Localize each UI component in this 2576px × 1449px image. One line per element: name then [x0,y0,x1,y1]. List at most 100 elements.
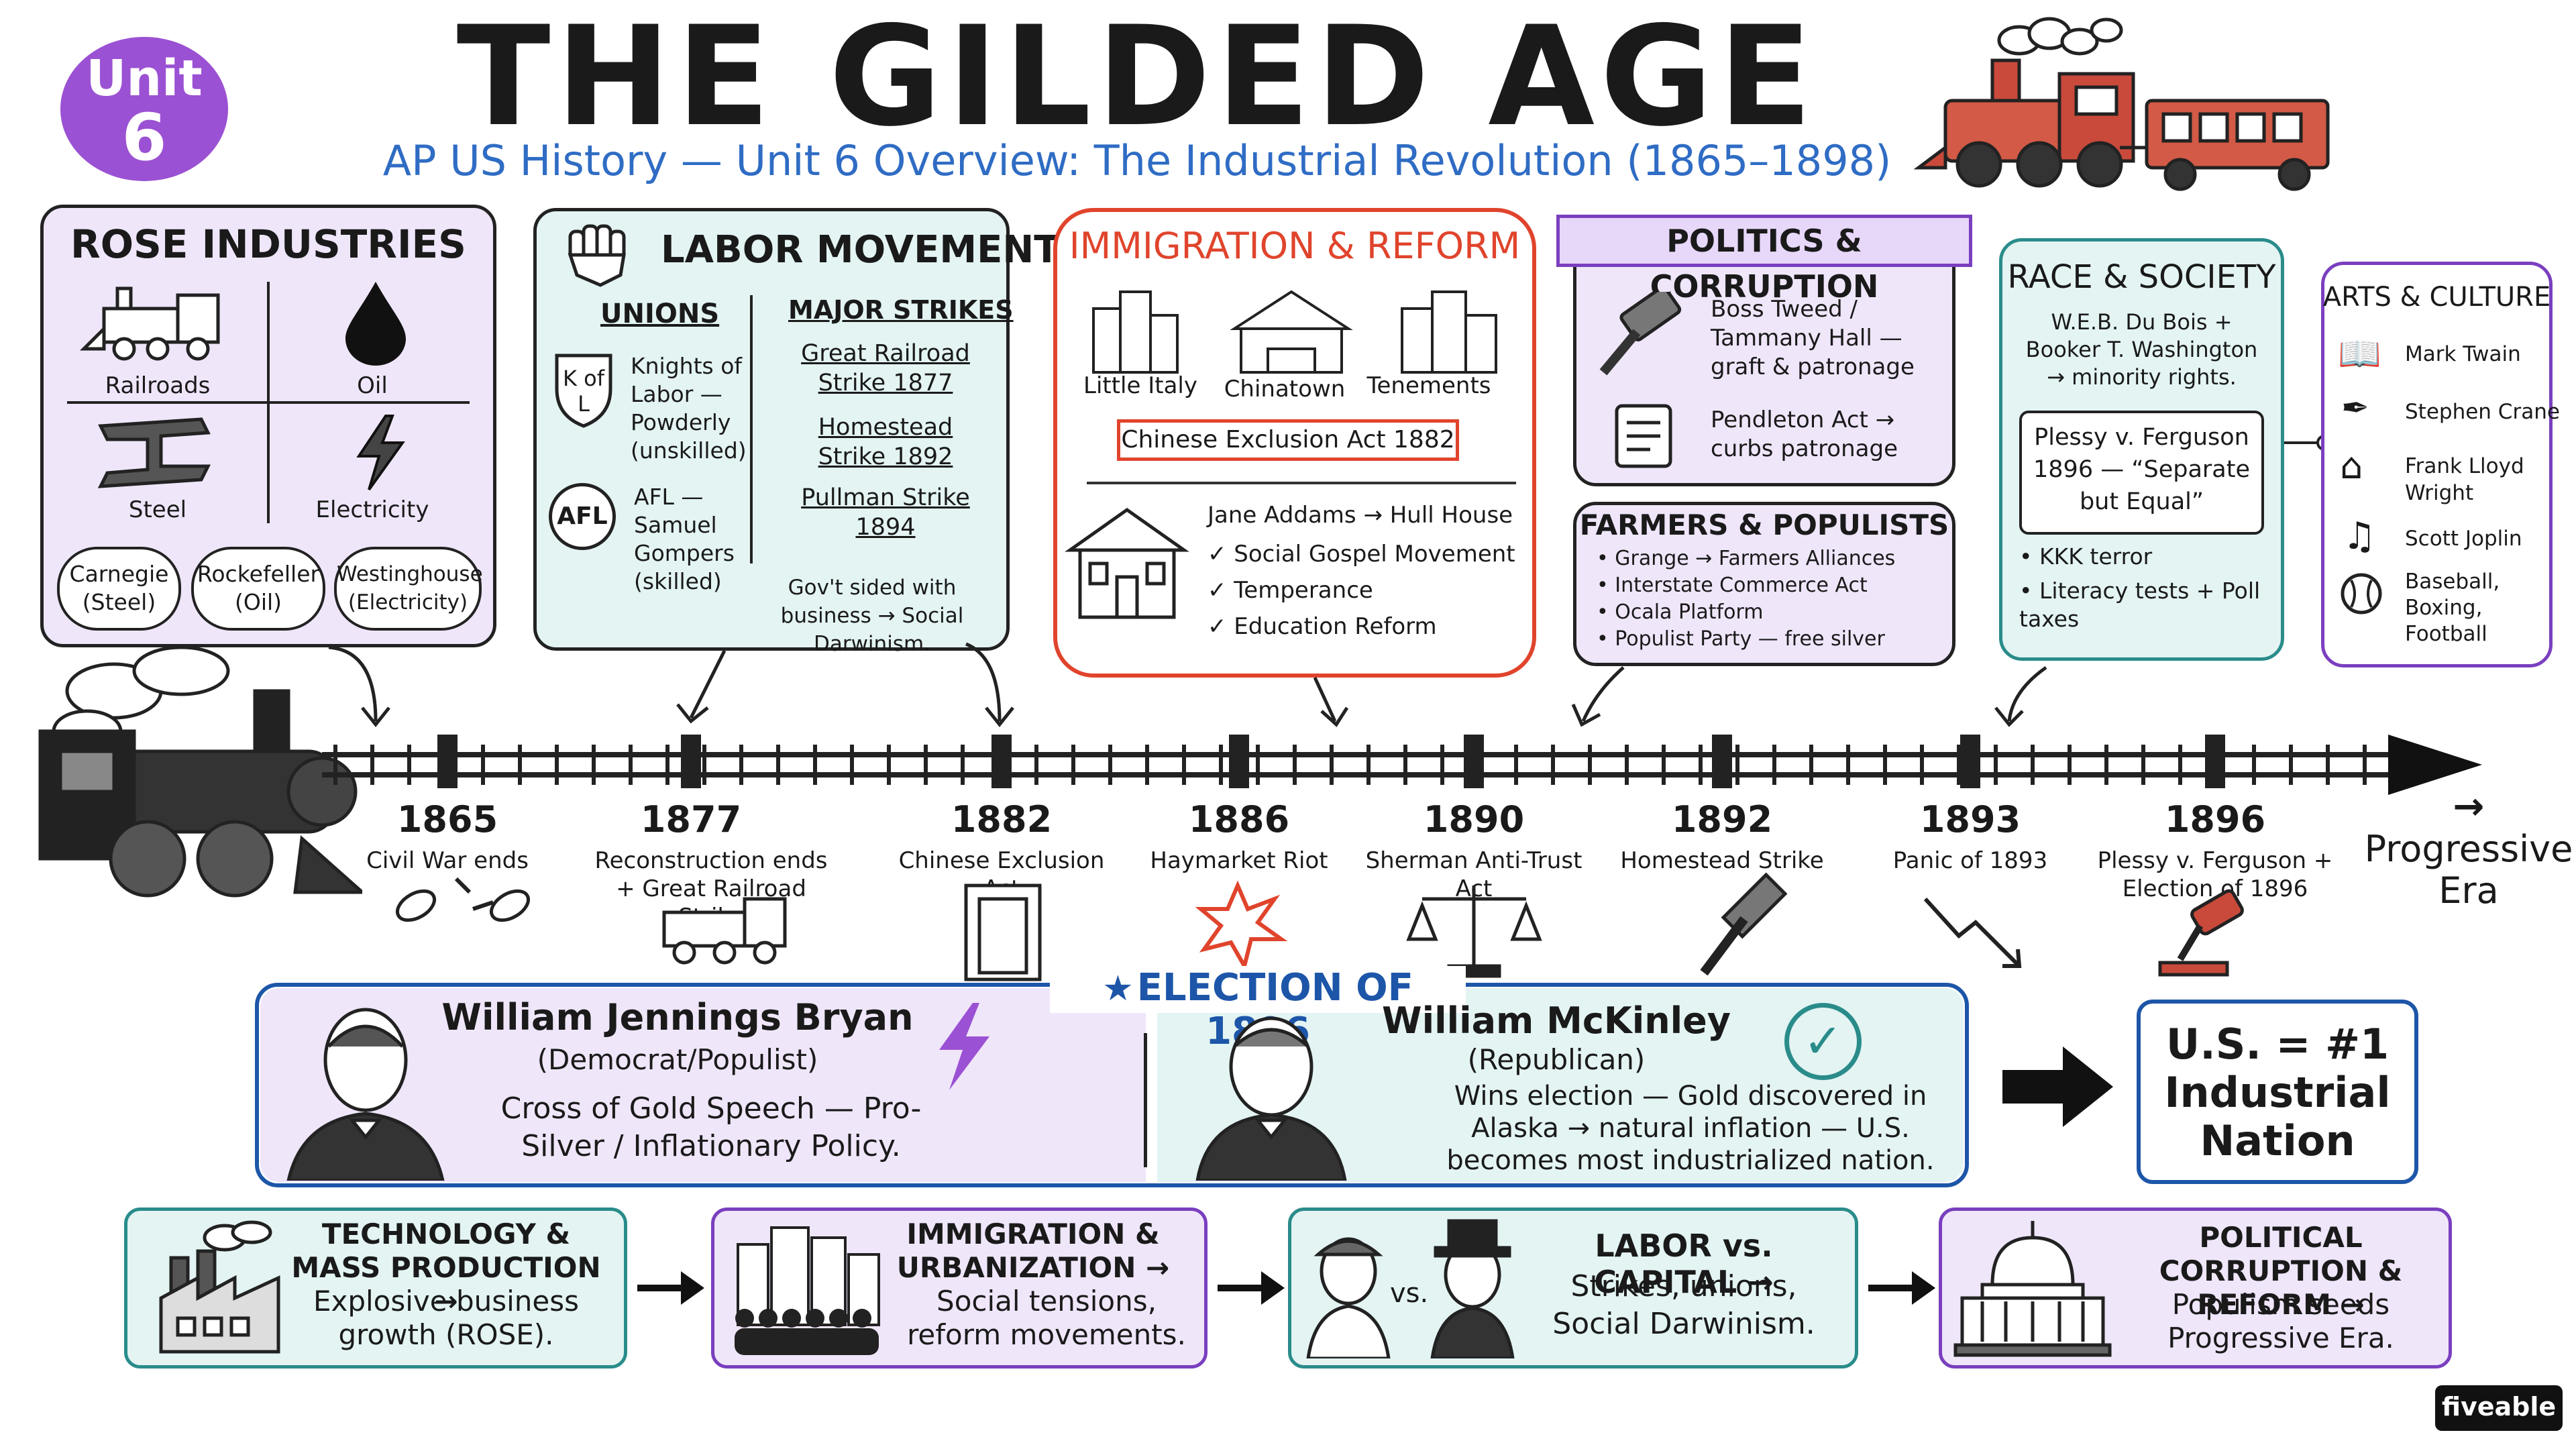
reform-check-temperance: ✓ Temperance [1208,577,1373,604]
timeline-year: 1865 [396,798,498,841]
farmers-item-ocala: • Ocala Platform [1597,600,1764,624]
timeline-track [322,735,2482,795]
race-item-kkk: • KKK terror [2019,543,2153,570]
immigration-divider [1087,482,1516,484]
farmers-item-grange-label: Grange → Farmers Alliances [1615,547,1896,570]
timeline-locomotive-icon [38,645,362,898]
timeline-year: 1893 [1919,798,2021,841]
timeline-tick [681,735,701,788]
arts-item-sports: Baseball, Boxing, Football [2405,570,2500,646]
arts-heading: ARTS & CULTURE [2322,282,2551,313]
bryan-portrait [286,1008,445,1181]
theme-arrow-3 [1868,1271,1935,1305]
reform-check-social-gospel-label: Social Gospel Movement [1234,541,1515,568]
farmers-heading: FARMERS & POPULISTS [1579,508,1949,541]
unit-badge-label: Unit [86,50,203,107]
scroll-icon [1615,404,1672,468]
pendleton-text: Pendleton Act → curbs patronage [1711,407,1898,462]
unions-heading: UNIONS [600,299,720,329]
rose-person-rockefeller-label: Rockefeller (Oil) [197,561,320,615]
gavel-icon [1599,292,1682,376]
rose-heading: ROSE INDUSTRIES [70,221,466,267]
theme-technology-title: TECHNOLOGY & MASS PRODUCTION → [291,1218,601,1318]
result-text: U.S. = #1 Industrial Nation [2164,1020,2391,1165]
book-icon: 📖 [2338,334,2381,374]
afl-badge: AFL [549,483,616,550]
page-title: THE GILDED AGE [456,0,1818,157]
music-note-icon: ♫ [2343,515,2377,558]
timeline-year: 1890 [1423,798,1525,841]
labor-divider [750,295,753,564]
result-box: U.S. = #1 Industrial Nation [2137,1000,2418,1184]
rose-person-carnegie-label: Carnegie (Steel) [69,561,169,615]
labor-heading: LABOR MOVEMENT [661,228,1060,272]
immigration-heading: IMMIGRATION & REFORM [1069,225,1521,267]
house-icon: ⌂ [2340,445,2363,487]
arts-item-joplin: Scott Joplin [2405,527,2522,551]
panel-arrows [328,642,2047,728]
baseball-icon [2341,573,2382,614]
theme-arrow-2 [1218,1271,1285,1305]
page-subtitle: AP US History — Unit 6 Overview: The Ind… [382,136,1892,185]
bryan-name: William Jennings Bryan [441,996,914,1038]
bryan-party: (Democrat/Populist) [537,1043,818,1076]
plessy-box: Plessy v. Ferguson 1896 — “Separate but … [2019,411,2264,535]
strike-pullman: Pullman Strike 1894 [801,484,970,541]
afl-text: AFL — Samuel Gompers (skilled) [634,484,735,594]
unit-badge: Unit 6 [60,37,228,181]
result-arrow-icon [2002,1046,2113,1127]
strike-homestead: Homestead Strike 1892 [818,414,953,470]
farmers-item-grange: • Grange → Farmers Alliances [1597,547,1896,570]
timeline-year: 1877 [640,798,742,841]
timeline-label: Chinese Exclusion Act [898,847,1105,902]
worker-capitalist-icon [1306,1219,1515,1358]
race-heading: RACE & SOCIETY [2007,258,2276,296]
star-icon: ★ [1102,969,1134,1009]
oil-drop-icon [345,282,406,366]
steel-beam-icon [97,417,211,488]
fist-icon [568,224,626,287]
timeline-year: 1886 [1188,798,1290,841]
lightning-purple-icon [939,1003,989,1090]
fiveable-logo: fiveable [2435,1385,2563,1431]
farmers-item-ocala-label: Ocala Platform [1615,600,1764,624]
farmers-item-ica: • Interstate Commerce Act [1597,574,1868,597]
farmers-item-populist: • Populist Party — free silver [1597,627,1885,651]
timeline-tick [1229,735,1249,788]
rose-person-westinghouse-label: Westinghouse (Electricity) [337,562,483,614]
mckinley-name: William McKinley [1382,1000,1731,1042]
politics-heading-banner: POLITICS & CORRUPTION [1556,215,1972,305]
crowd-city-icon [735,1226,880,1355]
kol-text: Knights of Labor — Powderly (unskilled) [631,353,747,464]
major-strikes-heading: MAJOR STRIKES [788,295,1014,325]
progressive-era-label: Progressive Era [2364,828,2573,912]
timeline-label: Panic of 1893 [1892,847,2048,874]
timeline-tick [2205,735,2225,788]
chinese-exclusion-act-label: Chinese Exclusion Act 1882 [1117,419,1459,461]
timeline-tick [991,735,1012,788]
arts-item-wright: Frank Lloyd Wright [2405,454,2524,505]
theme-political-title: POLITICAL CORRUPTION & REFORM → [2159,1221,2403,1321]
arts-item-twain: Mark Twain [2405,342,2521,366]
city-skyline-icon [1092,290,1497,374]
mckinley-text: Wins election — Gold discovered in Alask… [1446,1081,1935,1176]
timeline-label: Haymarket Riot [1150,847,1328,874]
unit-badge-number: 6 [121,100,167,175]
rose-item-railroads: Railroads [105,372,211,399]
timeline-year: 1892 [1671,798,1773,841]
race-item-literacy-label: Literacy tests + Poll taxes [2019,578,2261,632]
timeline-label: Homestead Strike [1620,847,1824,874]
lightning-icon [356,415,405,491]
hull-house-icon [1065,507,1189,619]
rose-person-westinghouse: Westinghouse (Electricity) [334,547,483,631]
quill-icon: ✒ [2341,388,2369,427]
race-item-literacy: • Literacy tests + Poll taxes [2019,578,2261,632]
politics-heading: POLITICS & CORRUPTION [1650,223,1879,305]
place-tenements: Tenements [1366,372,1491,399]
kol-shield-icon [555,354,612,428]
theme-immigration-text: Social tensions, reform movements. [907,1285,1186,1351]
farmers-panel [1573,502,1955,666]
reform-check-education: ✓ Education Reform [1208,613,1437,640]
tweed-text: Boss Tweed / Tammany Hall — graft & patr… [1711,296,1915,380]
labor-note: Gov't sided with business → Social Darwi… [780,576,964,656]
